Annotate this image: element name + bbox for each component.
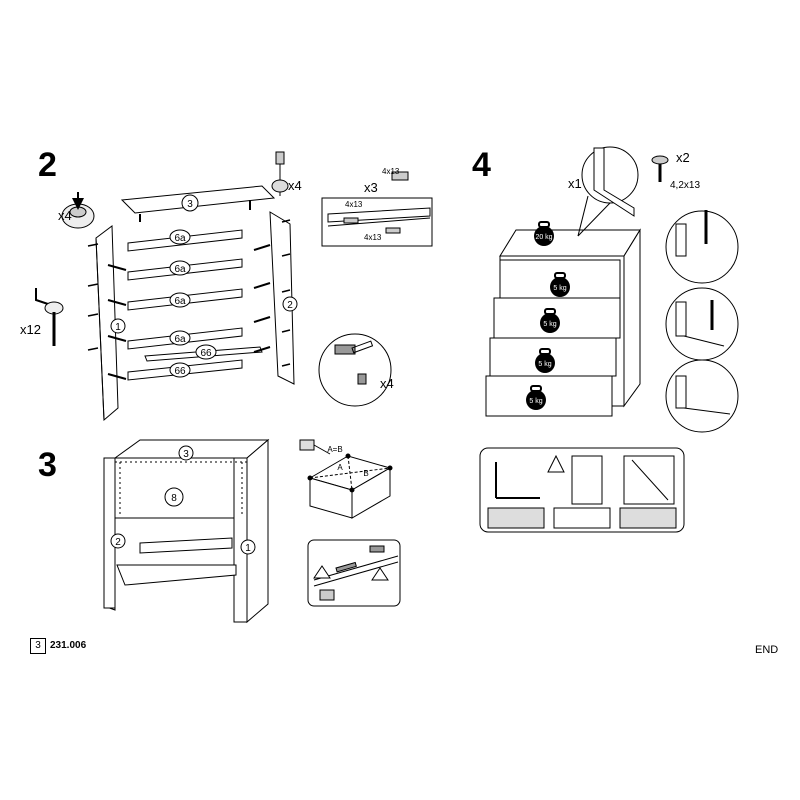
label-rail-2: 6a [174,264,186,275]
step-2-number: 2 [38,146,57,184]
label-rail-4: 6a [174,334,186,345]
label-step3-back: 8 [171,493,177,504]
step-4-number: 4 [472,146,491,184]
screw-label-a: 4x13 [345,200,363,209]
label-rail-5: 66 [200,348,212,359]
weight-badge-5kg-4: 5 kg [526,385,546,410]
step-3-part-labels: 3 8 2 1 A=B A B [110,445,369,555]
label-rail-1: 6a [174,233,186,244]
svg-text:5 kg: 5 kg [538,361,551,368]
qty-hammer: x4 [380,376,394,391]
step-3-number: 3 [38,446,57,484]
product-code: 231.006 [50,640,87,651]
label-rail-3: 6a [174,296,186,307]
screw-label-b: 4x13 [364,233,382,242]
qty-screw-4: x2 [676,150,690,165]
page-number: 3 [30,638,46,654]
svg-text:5 kg: 5 kg [529,398,542,405]
diag-b: B [363,469,368,478]
label-step3-side-right: 1 [245,543,251,554]
qty-cam-right: x4 [288,178,302,193]
step-3-illustration [103,438,401,624]
end-label: END [755,644,779,656]
screw-label-top: 4x13 [382,167,400,176]
label-side-2: 2 [287,300,293,311]
weight-badges: 20 kg 5 kg 5 kg 5 kg 5 kg [526,221,570,410]
qty-dowel: x12 [20,322,41,337]
weight-badge-20kg: 20 kg [534,221,554,246]
diag-a: A [337,463,343,472]
label-top-3: 3 [187,199,193,210]
label-step3-top: 3 [183,449,189,460]
weight-badge-5kg-2: 5 kg [540,308,560,333]
screw-size: 4,2x13 [670,180,701,191]
label-side-1: 1 [115,322,121,333]
qty-bracket: x1 [568,176,582,191]
svg-text:5 kg: 5 kg [553,285,566,292]
diag-label: A=B [327,445,342,454]
label-step3-side-left: 2 [115,537,121,548]
weight-badge-5kg-3: 5 kg [535,348,555,373]
svg-text:20 kg: 20 kg [535,234,552,241]
weight-badge-5kg-1: 5 kg [550,272,570,297]
qty-screw: x3 [364,180,378,195]
svg-text:5 kg: 5 kg [543,321,556,328]
step-2-part-labels: 3 6a 6a 6a 6a 66 66 1 2 [110,194,298,378]
label-rail-6: 66 [174,366,186,377]
step-4-illustration [479,146,739,533]
qty-cam-left: x4 [58,208,72,223]
